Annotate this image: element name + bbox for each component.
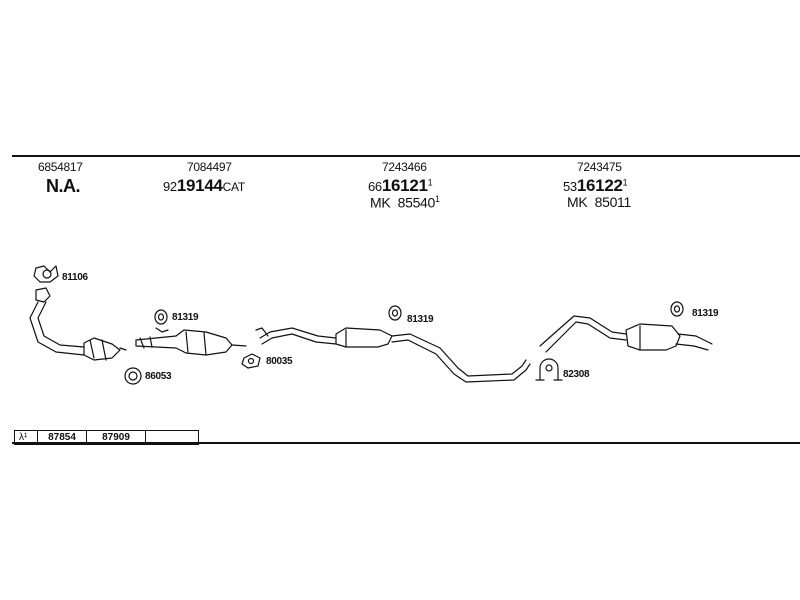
part-label-82308: 82308 (563, 369, 590, 380)
rear-silencer-shape (539, 315, 713, 353)
clamp-shape-82308 (535, 358, 563, 381)
part-label-86053: 86053 (145, 371, 172, 382)
mk-number-3: MK 855401 (370, 194, 440, 211)
front-pipe-shape (29, 287, 127, 361)
part-sup: 1 (622, 177, 628, 188)
part-label-81106: 81106 (62, 272, 88, 283)
oe-number-3: 7243466 (382, 160, 427, 174)
part-number-3: 66161211 (368, 176, 433, 196)
rubber-hanger-2 (388, 305, 402, 321)
gasket-shape-80035 (241, 353, 261, 369)
front-silencer-shape (255, 327, 531, 383)
part-label-81319-3: 81319 (692, 308, 719, 319)
part-label-81319-1: 81319 (172, 312, 199, 323)
part-number-2: 9219144CAT (163, 176, 245, 196)
mk-label: MK (370, 194, 391, 211)
rubber-hanger-1 (154, 309, 168, 325)
oe-number-2: 7084497 (187, 160, 232, 174)
ring-gasket-86053 (124, 367, 142, 385)
mk-sup: 1 (435, 194, 440, 204)
part-label-80035: 80035 (266, 356, 293, 367)
lambda-symbol: λ¹ (15, 431, 38, 444)
catalytic-converter-shape (135, 327, 247, 356)
part-main: 16121 (381, 176, 428, 195)
mk-num: 85540 (397, 194, 436, 211)
part-suffix: CAT (222, 180, 246, 194)
mk-number-4: MK 85011 (567, 194, 631, 210)
part-prefix: 66 (368, 179, 382, 194)
mk-label: MK (567, 194, 588, 210)
part-prefix: 53 (563, 179, 577, 194)
mk-num: 85011 (594, 194, 632, 210)
legend-part-a: 87854 (38, 431, 87, 444)
rubber-hanger-3 (670, 301, 684, 317)
gasket-shape-81106 (33, 265, 59, 283)
part-number-4: 53161221 (563, 176, 628, 196)
part-label-81319-2: 81319 (407, 314, 434, 325)
oe-number-4: 7243475 (577, 160, 622, 174)
bottom-rule (12, 442, 800, 444)
lambda-sensor-table: λ¹ 87854 87909 (14, 430, 199, 445)
part-main: 19144 (176, 176, 223, 195)
part-prefix: 92 (163, 179, 177, 194)
part-sup: 1 (427, 177, 433, 188)
oe-number-1: 6854817 (38, 160, 83, 174)
part-main: 16122 (576, 176, 623, 195)
top-rule (12, 155, 800, 157)
na-label: N.A. (46, 176, 81, 196)
legend-part-b: 87909 (87, 431, 146, 444)
